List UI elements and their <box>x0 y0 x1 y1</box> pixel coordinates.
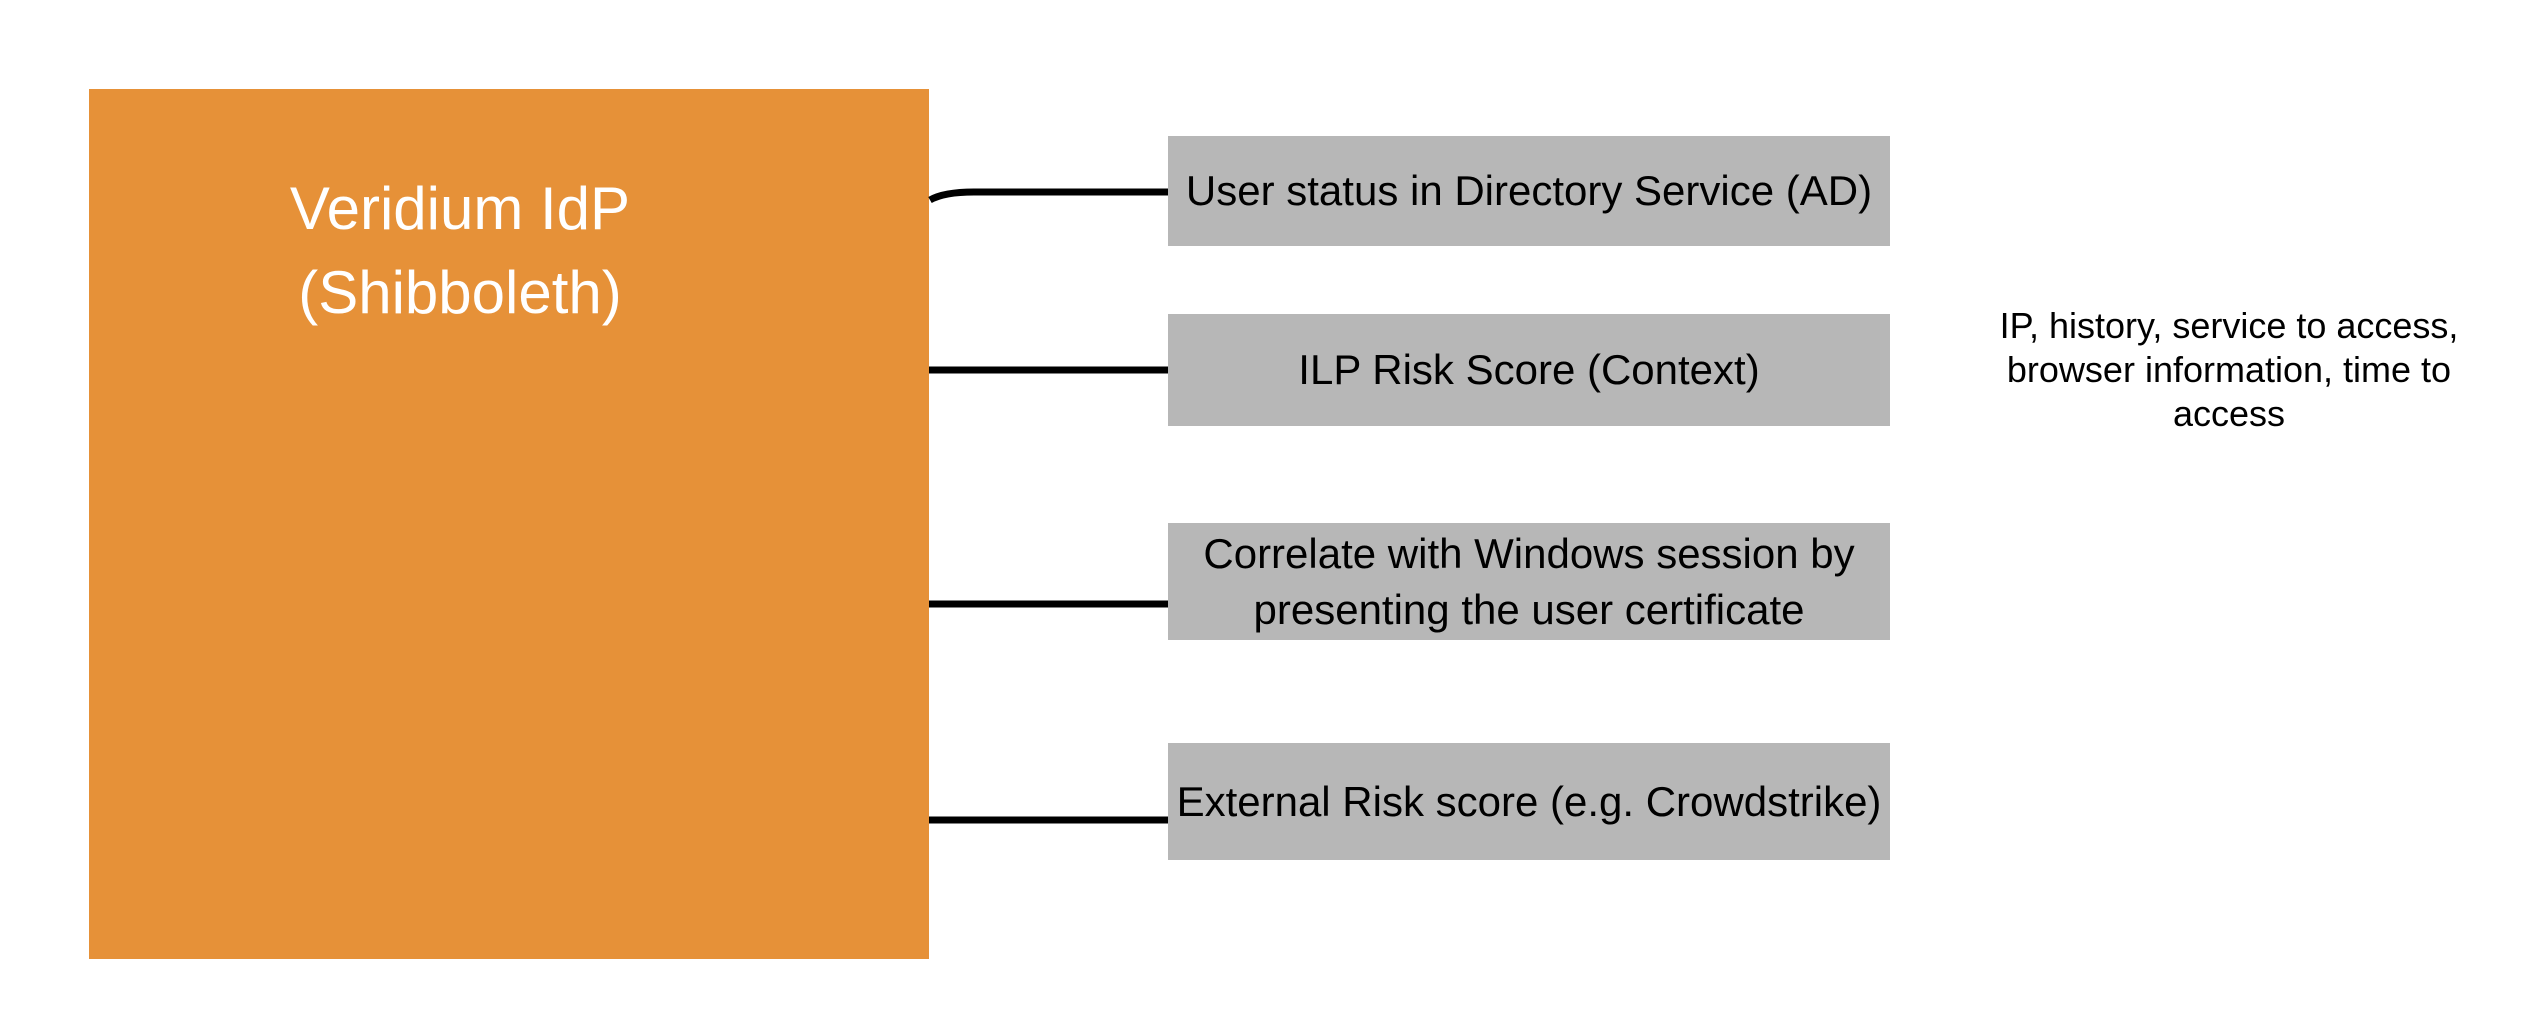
factor-box-label: ILP Risk Score (Context) <box>1298 346 1760 393</box>
factor-box-label: Correlate with Windows session by presen… <box>1203 529 1855 633</box>
factor-box-ilp-risk-score: ILP Risk Score (Context) <box>1168 314 1890 426</box>
connector-line-1 <box>928 188 1170 204</box>
factor-box-correlate-session: Correlate with Windows session by presen… <box>1168 523 1890 640</box>
factor-box-label: User status in Directory Service (AD) <box>1185 167 1873 214</box>
idp-box-title: Veridium IdP (Shibboleth) <box>289 175 631 326</box>
factor-box-label: External Risk score (e.g. Crowdstrike) <box>1176 777 1882 825</box>
factor-box-user-status: User status in Directory Service (AD) <box>1168 136 1890 246</box>
factor-box-external-risk-score: External Risk score (e.g. Crowdstrike) <box>1168 743 1890 860</box>
context-annotation-text: IP, history, service to access, browser … <box>1999 305 2459 434</box>
idp-box: Veridium IdP (Shibboleth) <box>89 89 929 959</box>
